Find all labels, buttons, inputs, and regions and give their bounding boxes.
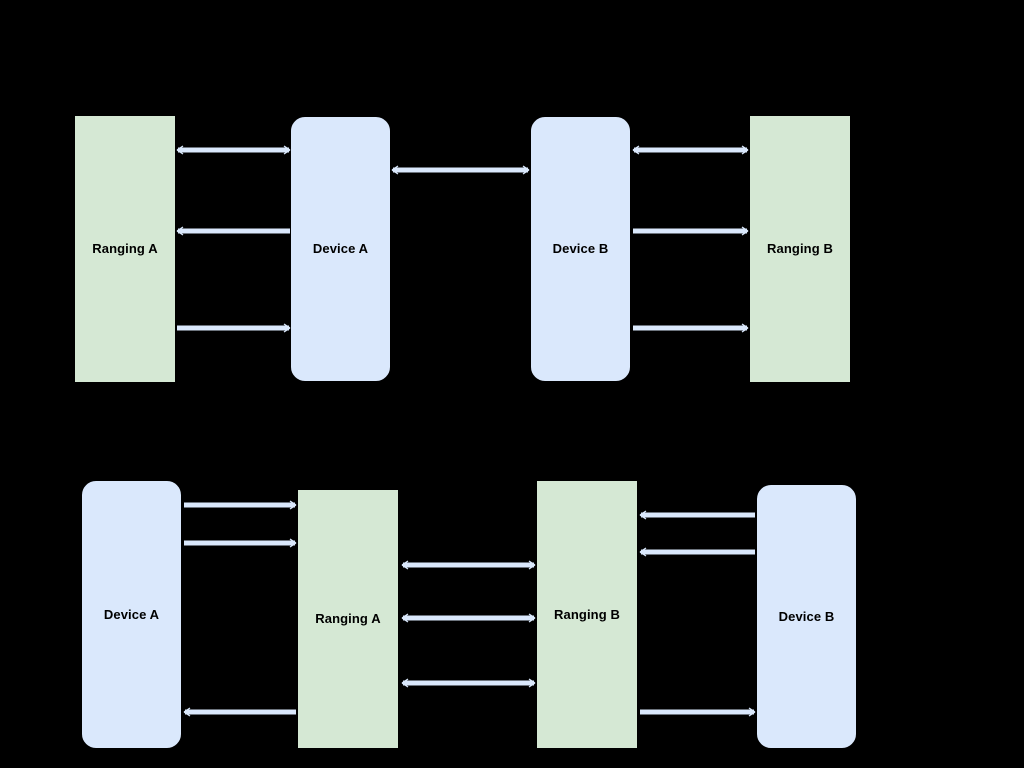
node-label: Ranging A: [315, 611, 381, 627]
ranging-a-to-ranging-b-bidir-upper: [401, 559, 536, 571]
node-label: Ranging B: [767, 241, 833, 257]
ranging-b-to-device-b-right: [640, 706, 756, 718]
device-b-to-ranging-b-left-upper: [639, 509, 755, 521]
node-bot-ranging-b[interactable]: Ranging B: [537, 481, 637, 748]
node-label: Device B: [552, 241, 609, 257]
device-a-to-ranging-a-right-lower: [184, 537, 297, 549]
node-top-ranging-a[interactable]: Ranging A: [75, 116, 175, 382]
node-top-device-a[interactable]: Device A: [291, 117, 390, 381]
device-a-to-ranging-a-right-upper: [184, 499, 297, 511]
node-label: Device B: [778, 608, 835, 624]
ranging-a-to-ranging-b-bidir-middle: [401, 612, 536, 624]
ranging-a-to-ranging-b-bidir-lower: [401, 677, 536, 689]
ranging-a-to-device-a-left: [183, 706, 296, 718]
device-b-to-ranging-b-left-lower: [639, 546, 755, 558]
node-label: Device A: [103, 606, 160, 622]
node-top-device-b[interactable]: Device B: [531, 117, 630, 381]
node-label: Device A: [312, 241, 369, 257]
node-top-ranging-b[interactable]: Ranging B: [750, 116, 850, 382]
node-bot-device-a[interactable]: Device A: [82, 481, 181, 748]
node-label: Ranging A: [92, 241, 158, 257]
node-bot-ranging-a[interactable]: Ranging A: [298, 490, 398, 748]
node-bot-device-b[interactable]: Device B: [757, 485, 856, 748]
node-label: Ranging B: [554, 606, 620, 622]
